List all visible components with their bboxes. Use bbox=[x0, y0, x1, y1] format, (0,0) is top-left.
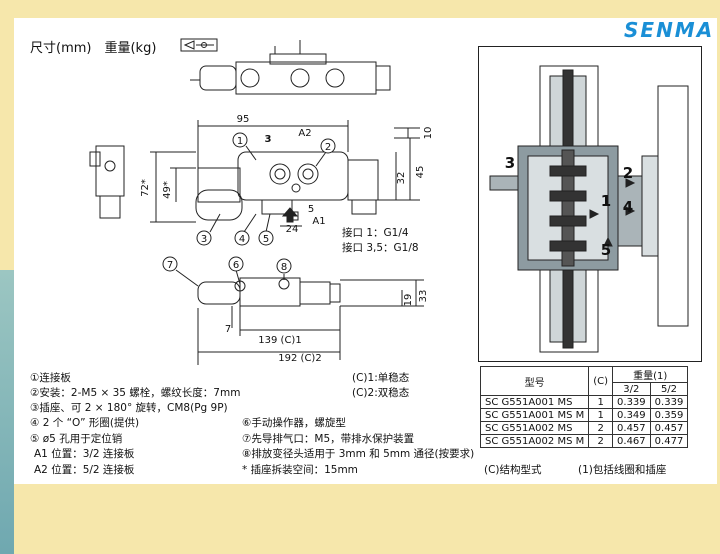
callout-6-label: 6 bbox=[233, 260, 239, 271]
port-5-label: 5 bbox=[308, 204, 314, 215]
header-construction: (C) bbox=[588, 366, 614, 396]
cell-w32: 0.467 bbox=[612, 434, 651, 448]
cell-c: 2 bbox=[588, 434, 614, 448]
dim-7: 7 bbox=[225, 324, 231, 335]
cell-w52: 0.457 bbox=[649, 421, 689, 435]
cell-w32: 0.457 bbox=[612, 421, 651, 435]
dim-10: 10 bbox=[423, 127, 434, 140]
callout-4-label: 4 bbox=[239, 234, 245, 245]
note-a2: A2 位置：5/2 连接板 bbox=[34, 464, 135, 476]
connector-symbol-icon bbox=[180, 38, 218, 52]
cell-w32: 0.349 bbox=[612, 408, 651, 422]
cell-w52: 0.477 bbox=[649, 434, 689, 448]
table-row: SC G551A001 MS 1 0.339 0.339 bbox=[479, 395, 689, 409]
table-row: SC G551A002 MS 2 0.457 0.457 bbox=[479, 421, 689, 435]
table-row: SC G551A002 MS M 2 0.467 0.477 bbox=[479, 434, 689, 448]
dim-32: 32 bbox=[396, 172, 407, 185]
callout-2-label: 2 bbox=[325, 142, 331, 153]
dimension-drawing: 1 2 3 4 5 6 7 8 95 10 72* 49* 32 45 19 3… bbox=[89, 40, 434, 365]
dim-45: 45 bbox=[415, 166, 426, 179]
note-2: ②安装：2-M5 × 35 螺栓，螺纹长度：7mm bbox=[30, 387, 241, 399]
note-4: ④ 2 个 “O” 形圈(提供) bbox=[30, 417, 140, 429]
callout-8-label: 8 bbox=[281, 262, 287, 273]
callout-3 bbox=[196, 230, 212, 246]
callout-6 bbox=[228, 256, 244, 272]
callout-8 bbox=[276, 258, 292, 274]
table-row: SC G551A001 MS M 1 0.349 0.359 bbox=[479, 408, 689, 422]
cell-model: SC G551A001 MS M bbox=[479, 408, 590, 422]
port-a2-label: A2 bbox=[298, 128, 311, 139]
callout-3-label: 3 bbox=[201, 234, 207, 245]
dim-95: 95 bbox=[237, 114, 250, 125]
note-construction: (C)结构型式 bbox=[484, 464, 542, 476]
callout-7 bbox=[162, 256, 178, 272]
cell-c: 1 bbox=[588, 408, 614, 422]
cell-c: 2 bbox=[588, 421, 614, 435]
dim-24: 24 bbox=[286, 224, 299, 235]
dim-49: 49* bbox=[162, 181, 173, 199]
dim-19: 19 bbox=[403, 294, 414, 307]
dim-72: 72* bbox=[140, 179, 151, 197]
note-a1: A1 位置：3/2 连接板 bbox=[34, 448, 135, 460]
section-port-2: 2 bbox=[623, 164, 633, 182]
port-1-label: 3 bbox=[265, 134, 272, 145]
cell-model: SC G551A001 MS bbox=[479, 395, 590, 409]
callout-2 bbox=[320, 138, 336, 154]
callout-7-label: 7 bbox=[167, 260, 173, 271]
left-accent-stripe bbox=[0, 270, 14, 554]
brand-logo: SENMA bbox=[624, 18, 715, 42]
section-port-4: 4 bbox=[623, 198, 633, 216]
port-spec-2: 接口 3,5：G1/8 bbox=[342, 242, 419, 254]
cell-w32: 0.339 bbox=[612, 395, 651, 409]
header-model: 型号 bbox=[479, 366, 590, 396]
section-port-3: 3 bbox=[505, 154, 515, 172]
port-spec-1: 接口 1：G1/4 bbox=[342, 227, 409, 239]
note-6: ⑥手动操作器，螺旋型 bbox=[242, 417, 346, 429]
cell-w52: 0.359 bbox=[649, 408, 689, 422]
port-a1-label: A1 bbox=[312, 216, 325, 227]
cell-model: SC G551A002 MS bbox=[479, 421, 590, 435]
note-c2: (C)2:双稳态 bbox=[352, 387, 410, 399]
note-c1: (C)1:单稳态 bbox=[352, 372, 410, 384]
table-header-row: 型号 (C) 重量(1) bbox=[479, 366, 689, 396]
page-title: 尺寸(mm) 重量(kg) bbox=[30, 41, 157, 56]
weight-table: 型号 (C) 重量(1) 3/2 5/2 SC G551A001 MS 1 0.… bbox=[479, 366, 689, 448]
section-port-5: 5 bbox=[601, 241, 611, 259]
note-3: ③插座、可 2 × 180° 旋转，CM8(Pg 9P) bbox=[30, 402, 228, 414]
header-5-2: 5/2 bbox=[649, 382, 689, 396]
cell-w52: 0.339 bbox=[649, 395, 689, 409]
dim-33: 33 bbox=[418, 290, 429, 303]
note-7: ⑦先导排气口：M5，带排水保护装置 bbox=[242, 433, 415, 445]
note-8: ⑧排放变径头适用于 3mm 和 5mm 通径(按要求) bbox=[242, 448, 475, 460]
note-1: ①连接板 bbox=[30, 372, 71, 384]
dim-139: 139 (C)1 bbox=[258, 335, 301, 346]
cell-c: 1 bbox=[588, 395, 614, 409]
dim-192: 192 (C)2 bbox=[278, 353, 321, 364]
callout-5 bbox=[258, 230, 274, 246]
header-weight: 重量(1) bbox=[612, 366, 689, 383]
note-weight-footnote: (1)包括线圈和插座 bbox=[578, 464, 667, 476]
cell-model: SC G551A002 MS M bbox=[479, 434, 590, 448]
callout-5-label: 5 bbox=[263, 234, 269, 245]
section-view: 3 1 2 4 5 bbox=[478, 46, 702, 362]
note-5: ⑤ ø5 孔用于定位销 bbox=[30, 433, 123, 445]
callout-1-label: 1 bbox=[237, 136, 243, 147]
callout-4 bbox=[234, 230, 250, 246]
header-3-2: 3/2 bbox=[612, 382, 651, 396]
callout-1 bbox=[232, 132, 248, 148]
section-port-1: 1 bbox=[601, 192, 611, 210]
note-socket-space: * 插座拆装空间：15mm bbox=[242, 464, 358, 476]
